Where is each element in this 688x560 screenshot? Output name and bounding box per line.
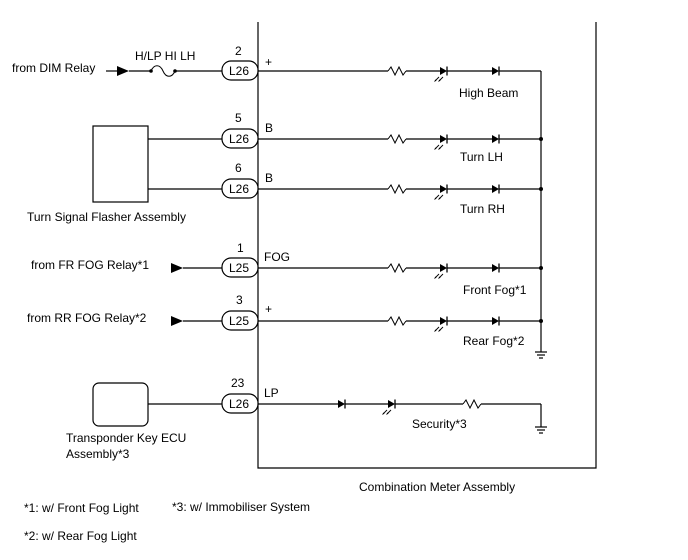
ecu-label-line2: Assembly*3 <box>66 447 130 461</box>
circuit-front-fog: from FR FOG Relay*1 1 L25 FOG Front Fog*… <box>31 241 543 297</box>
circuit-turn-rh: 6 L26 B Turn RH <box>148 161 543 216</box>
source-label: from DIM Relay <box>12 61 95 75</box>
led-icon <box>433 183 448 201</box>
indicator-label: High Beam <box>459 86 518 100</box>
arrow-icon <box>171 316 183 326</box>
fuse-icon <box>150 65 176 77</box>
resistor-icon <box>387 66 407 76</box>
connector-label: L26 <box>229 64 249 78</box>
indicator-label: Security*3 <box>412 417 467 431</box>
resistor-icon <box>387 184 407 194</box>
pin-number: 3 <box>236 293 243 307</box>
ground-icon <box>534 426 548 434</box>
connector-label: L26 <box>229 132 249 146</box>
arrow-icon <box>117 66 129 76</box>
source-label: from RR FOG Relay*2 <box>27 311 147 325</box>
ground-icon <box>534 351 548 359</box>
diode-icon <box>491 183 500 195</box>
ecu-label-line1: Transponder Key ECU <box>66 431 186 445</box>
indicator-label: Front Fog*1 <box>463 283 527 297</box>
terminal-label: FOG <box>264 250 290 264</box>
circuit-turn-lh: 5 L26 B Turn LH <box>148 111 543 164</box>
connector-label: L25 <box>229 314 249 328</box>
fuse-label: H/LP HI LH <box>135 49 195 63</box>
pin-number: 5 <box>235 111 242 125</box>
pin-number: 2 <box>235 44 242 58</box>
meter-outline <box>257 22 597 469</box>
indicator-label: Turn LH <box>460 150 503 164</box>
source-label: from FR FOG Relay*1 <box>31 258 149 272</box>
circuit-rear-fog: from RR FOG Relay*2 3 L25 + Rear Fog*2 <box>27 293 543 348</box>
ecu-box <box>92 382 149 427</box>
led-icon <box>381 398 396 416</box>
pin-number: 6 <box>235 161 242 175</box>
flasher-box <box>92 125 149 203</box>
meter-label: Combination Meter Assembly <box>359 480 515 494</box>
circuit-high-beam: from DIM Relay H/LP HI LH 2 L26 + High B… <box>12 44 541 100</box>
led-icon <box>433 262 448 280</box>
terminal-label: + <box>265 55 272 69</box>
terminal-label: LP <box>264 386 279 400</box>
flasher-label: Turn Signal Flasher Assembly <box>27 210 186 224</box>
note-rear-fog: *2: w/ Rear Fog Light <box>24 529 137 543</box>
led-icon <box>433 315 448 333</box>
terminal-label: + <box>265 302 272 316</box>
circuit-security: 23 L26 LP Security*3 <box>148 376 548 434</box>
resistor-icon <box>462 399 482 409</box>
diode-icon <box>491 315 500 327</box>
diode-icon <box>491 65 500 77</box>
terminal-label: B <box>265 121 273 135</box>
pin-number: 23 <box>231 376 245 390</box>
diode-icon <box>491 133 500 145</box>
connector-label: L25 <box>229 261 249 275</box>
diode-icon <box>337 398 346 410</box>
connector-label: L26 <box>229 182 249 196</box>
led-icon <box>433 133 448 151</box>
resistor-icon <box>387 263 407 273</box>
note-front-fog: *1: w/ Front Fog Light <box>24 501 139 515</box>
arrow-icon <box>171 263 183 273</box>
terminal-label: B <box>265 171 273 185</box>
resistor-icon <box>387 316 407 326</box>
resistor-icon <box>387 134 407 144</box>
diode-icon <box>491 262 500 274</box>
pin-number: 1 <box>237 241 244 255</box>
led-icon <box>433 65 448 83</box>
connector-label: L26 <box>229 397 249 411</box>
note-immobiliser: *3: w/ Immobiliser System <box>172 500 310 514</box>
indicator-label: Turn RH <box>460 202 505 216</box>
indicator-label: Rear Fog*2 <box>463 334 525 348</box>
